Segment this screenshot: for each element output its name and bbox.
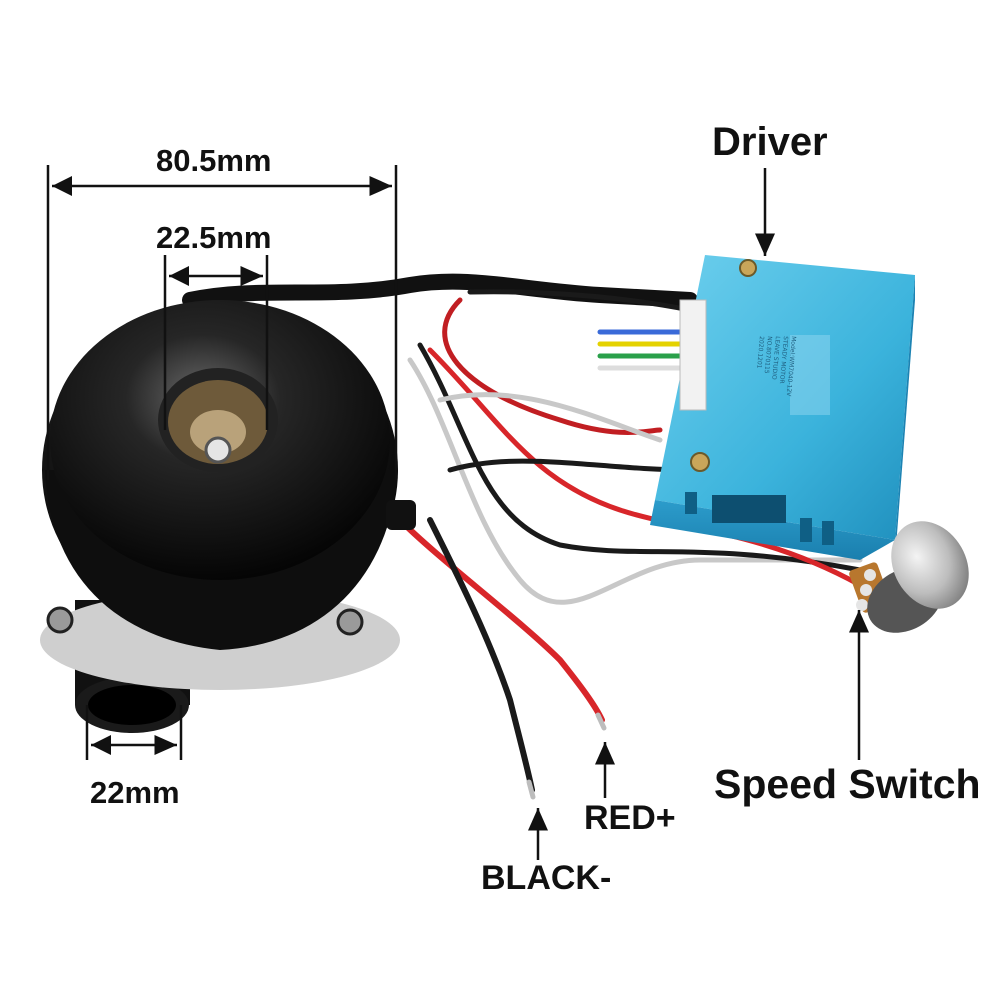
callout-arrows [528, 168, 869, 860]
black-wire-label: BLACK- [481, 859, 612, 897]
driver-box-icon: Model:WM7040-12V STEADY MOTOR LEAVE STUD… [650, 255, 915, 560]
dimension-outer-label: 80.5mm [156, 143, 272, 178]
blower-icon [40, 300, 416, 733]
dimension-outlet-label: 22mm [90, 775, 180, 810]
wire-bundle [182, 273, 863, 800]
driver-plate: Model:WM7040-12V STEADY MOTOR LEAVE STUD… [755, 335, 830, 415]
dimension-lines [46, 165, 398, 760]
driver-plate-line: NO.8070115 [763, 336, 773, 374]
driver-plate-line: 2020.1201 [755, 336, 765, 369]
black-wire-icon [427, 517, 535, 793]
dimension-inlet-label: 22.5mm [156, 220, 272, 255]
driver-plate-line: STEADY MOTOR [778, 336, 789, 384]
speed-knob-icon [849, 521, 969, 633]
driver-plate-line: LEAVE STUDIO [770, 336, 781, 380]
sheathed-cable [182, 273, 698, 308]
red-wire-label: RED+ [584, 799, 676, 837]
red-wire-icon [397, 517, 605, 723]
driver-label: Driver [712, 120, 828, 164]
speed-switch-label: Speed Switch [714, 761, 981, 807]
